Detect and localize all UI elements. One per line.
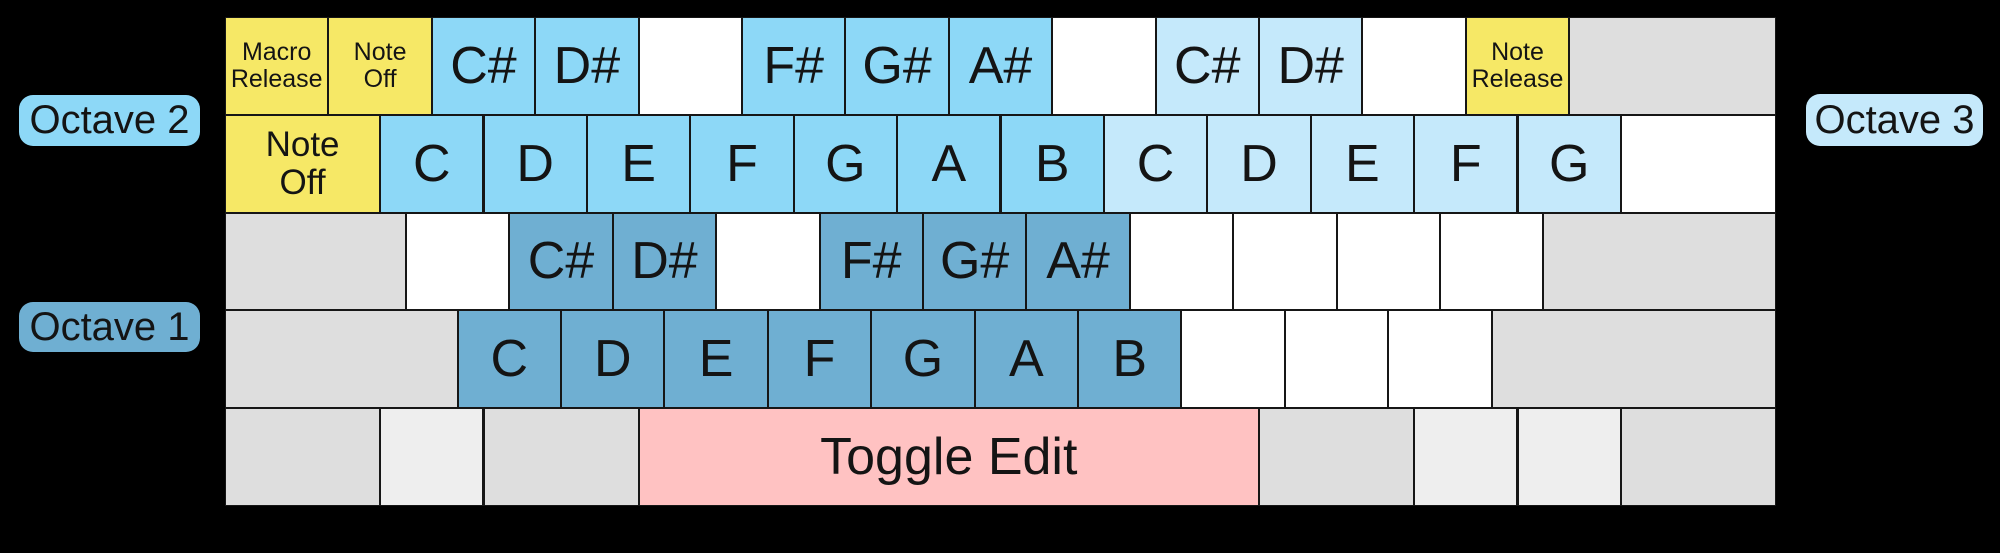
key-unassigned: [226, 213, 405, 310]
key-gsharp-oct2: G#: [846, 18, 948, 114]
key-csharp-oct1: C#: [510, 213, 612, 310]
key-blank: [1182, 311, 1284, 408]
key-unassigned: [1415, 409, 1517, 505]
key-blank: [406, 213, 509, 310]
key-blank: [1363, 18, 1465, 114]
key-unassigned: [1570, 18, 1775, 114]
key-asharp-oct2: A#: [949, 18, 1052, 114]
octave-1-badge: Octave 1: [19, 302, 200, 352]
key-a-oct1: A: [975, 311, 1078, 408]
key-g-oct2: G: [794, 115, 897, 212]
key-d-oct3: D: [1208, 115, 1310, 212]
key-c-oct1: C: [458, 311, 561, 408]
key-note-off: Note Off: [329, 18, 431, 114]
key-g-oct1: G: [872, 311, 974, 408]
key-csharp-oct2: C#: [432, 18, 535, 114]
octave-2-badge: Octave 2: [19, 95, 200, 146]
octave-2-label: Octave 2: [29, 98, 190, 142]
key-gsharp-oct1: G#: [923, 213, 1026, 310]
key-asharp-oct1: A#: [1027, 213, 1129, 310]
key-b-oct1: B: [1079, 311, 1181, 408]
key-unassigned: [1518, 409, 1620, 505]
key-note-release: Note Release: [1466, 18, 1569, 114]
key-g-oct3: G: [1518, 115, 1620, 212]
octave-3-badge: Octave 3: [1806, 94, 1983, 146]
key-d-oct2: D: [484, 115, 586, 212]
key-d-oct1: D: [562, 311, 664, 408]
key-blank: [1053, 18, 1155, 114]
key-note-off-wide: Note Off: [226, 115, 380, 212]
key-blank: [1130, 213, 1233, 310]
key-blank: [717, 213, 819, 310]
key-blank: [1285, 311, 1388, 408]
key-unassigned: [484, 409, 638, 505]
key-f-oct3: F: [1415, 115, 1517, 212]
key-unassigned: [1544, 213, 1775, 310]
key-b-oct2: B: [1001, 115, 1103, 212]
key-f-oct2: F: [691, 115, 793, 212]
key-f-oct1: F: [768, 311, 871, 408]
key-blank: [1440, 213, 1543, 310]
key-fsharp-oct2: F#: [743, 18, 845, 114]
key-blank: [1621, 115, 1775, 212]
key-dsharp-oct3: D#: [1260, 18, 1362, 114]
key-toggle-edit: Toggle Edit: [639, 409, 1258, 505]
key-csharp-oct3: C#: [1156, 18, 1258, 114]
key-dsharp-oct1: D#: [613, 213, 716, 310]
key-e-oct2: E: [587, 115, 690, 212]
octave-3-label: Octave 3: [1814, 97, 1975, 142]
key-e-oct1: E: [665, 311, 767, 408]
key-blank: [639, 18, 741, 114]
key-blank: [1234, 213, 1336, 310]
key-blank: [1337, 213, 1439, 310]
key-e-oct3: E: [1311, 115, 1414, 212]
key-dsharp-oct2: D#: [536, 18, 638, 114]
key-unassigned: [1260, 409, 1414, 505]
key-unassigned: [226, 311, 457, 408]
key-fsharp-oct1: F#: [820, 213, 922, 310]
key-blank: [1389, 311, 1491, 408]
key-macro-release: Macro Release: [226, 18, 328, 114]
key-c-oct3: C: [1104, 115, 1207, 212]
key-c-oct2: C: [381, 115, 483, 212]
key-unassigned: [1492, 311, 1775, 408]
key-unassigned: [381, 409, 483, 505]
key-a-oct2: A: [898, 115, 1000, 212]
key-unassigned: [226, 409, 380, 505]
key-unassigned: [1621, 409, 1775, 505]
octave-1-label: Octave 1: [29, 304, 190, 349]
